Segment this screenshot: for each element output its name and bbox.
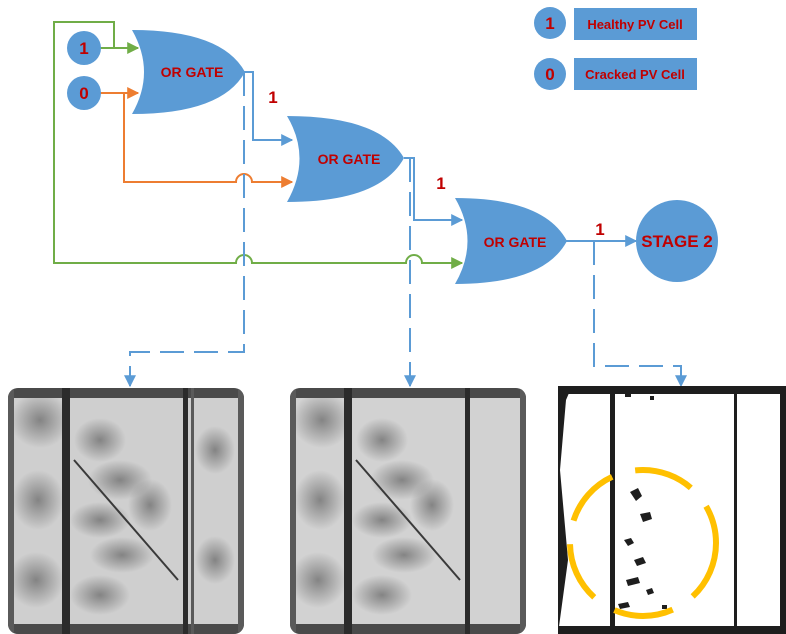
wire-gate1-to-gate2 (240, 71, 294, 146)
legend-healthy-label: Healthy PV Cell (587, 17, 682, 32)
legend-cracked-box (574, 58, 697, 90)
input-b-bubble (67, 76, 101, 110)
wire-input-b-to-gate2 (123, 93, 294, 188)
el-image-gate1 (8, 388, 244, 634)
wire-gate2-to-gate3 (404, 157, 464, 226)
gate2-output-signal: 1 (436, 174, 445, 193)
legend-healthy: 1 Healthy PV Cell (534, 7, 697, 40)
or-gate-1-label: OR GATE (161, 64, 224, 80)
or-gate-2: OR GATE (287, 116, 404, 202)
input-b-value: 0 (79, 84, 88, 103)
or-gate-3: OR GATE (455, 198, 567, 284)
input-a-bubble (67, 31, 101, 65)
el-image-gate2 (290, 388, 526, 634)
wire-input-a-to-gate3 (53, 21, 464, 269)
legend-cracked: 0 Cracked PV Cell (534, 58, 697, 90)
stage-2-label: STAGE 2 (641, 232, 712, 251)
or-gate-1-shape (132, 30, 245, 114)
legend-healthy-box (574, 8, 697, 40)
legend-healthy-bubble (534, 7, 566, 39)
or-gate-3-label: OR GATE (484, 234, 547, 250)
probe-gate1-output (124, 72, 245, 388)
legend-cracked-bubble (534, 58, 566, 90)
or-gate-1: OR GATE (132, 30, 245, 114)
stage-2-node: STAGE 2 (636, 200, 718, 282)
legend-cracked-label: Cracked PV Cell (585, 67, 685, 82)
gate1-output-signal: 1 (268, 88, 277, 107)
stage-2-circle (636, 200, 718, 282)
input-a-value: 1 (79, 39, 88, 58)
legend-cracked-value: 0 (545, 65, 554, 84)
input-a: 1 (67, 31, 101, 65)
or-gate-2-label: OR GATE (318, 151, 381, 167)
gate3-output-signal: 1 (595, 220, 604, 239)
input-b: 0 (67, 76, 101, 110)
crack-highlight-circle (567, 467, 719, 619)
or-gate-2-shape (287, 116, 404, 202)
probe-gate3-output (593, 241, 687, 388)
legend-healthy-value: 1 (545, 14, 554, 33)
or-gate-3-shape (455, 198, 567, 284)
binarized-image-gate3 (558, 386, 786, 634)
